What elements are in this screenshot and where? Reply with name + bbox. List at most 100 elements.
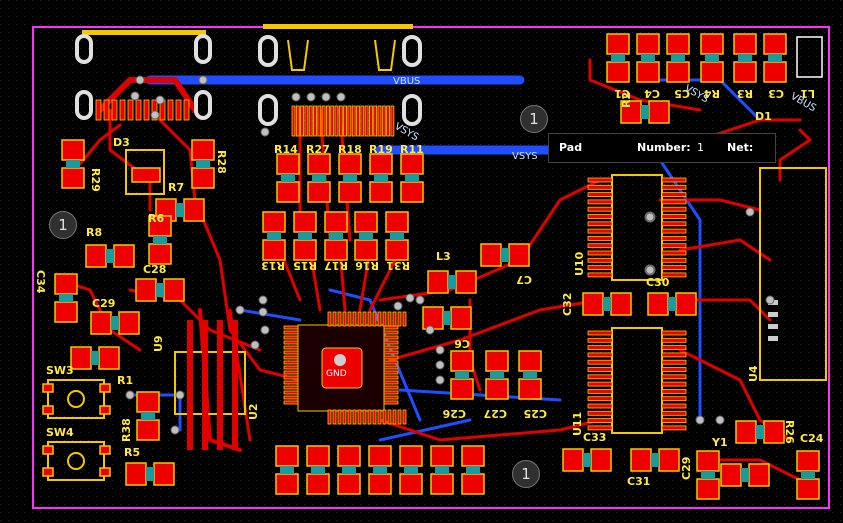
ic-u9[interactable]: [174, 320, 246, 450]
mcu-pin: [283, 350, 299, 355]
footprint-r2[interactable]: [620, 100, 670, 124]
mcu-pin: [383, 325, 399, 330]
footprint-r17[interactable]: [324, 211, 348, 261]
footprint-c6[interactable]: [422, 306, 472, 330]
switch-sw4[interactable]: [42, 441, 111, 481]
footprint-c5[interactable]: [666, 33, 690, 83]
via: [435, 375, 445, 385]
ic-pin: [661, 403, 687, 409]
footprint-r18[interactable]: [338, 153, 362, 203]
footprint-r8[interactable]: [85, 244, 135, 268]
label-r3: R3: [737, 87, 753, 100]
footprint-bank1[interactable]: [275, 445, 299, 495]
footprint-r15[interactable]: [293, 211, 317, 261]
footprint-r1[interactable]: [70, 346, 120, 370]
footprint-r5[interactable]: [125, 462, 175, 486]
footprint-c1[interactable]: [606, 33, 630, 83]
usb2-pin: [351, 105, 356, 137]
footprint-r29[interactable]: [61, 139, 85, 189]
mcu-pin: [283, 395, 299, 400]
footprint-bank3[interactable]: [337, 445, 361, 495]
footprint-c31[interactable]: [630, 448, 680, 472]
usb1-pin: [175, 99, 182, 121]
footprint-r27[interactable]: [307, 153, 331, 203]
ic-pin: [661, 221, 687, 227]
silkscreen-labels: D3 R29 R28 R7 R6 R8 C34 C28 C29 R1 U9 SW…: [34, 87, 824, 488]
diode-d3[interactable]: [125, 149, 165, 195]
footprint-r38[interactable]: [136, 391, 160, 441]
footprint-c25[interactable]: [518, 350, 542, 400]
ic-pin: [587, 418, 613, 424]
footprint-c7[interactable]: [480, 243, 530, 267]
top-copper-traces: [58, 58, 812, 482]
footprint-r16[interactable]: [354, 211, 378, 261]
label-r16: R16: [355, 259, 379, 272]
label-gnd: GND: [326, 369, 347, 379]
mcu-pin: [347, 311, 352, 327]
footprint-r3[interactable]: [733, 33, 757, 83]
usb-connector-right[interactable]: [258, 24, 422, 137]
mcu-pin: [283, 380, 299, 385]
label-r14: R14: [274, 143, 298, 156]
ic-pin: [587, 425, 613, 431]
ic-u10[interactable]: [587, 174, 687, 281]
mcu-pin: [383, 395, 399, 400]
footprint-c4[interactable]: [636, 33, 660, 83]
usb2-pin: [368, 105, 373, 137]
footprint-c24[interactable]: [796, 450, 820, 500]
mcu-pin: [383, 355, 399, 360]
label-r19: R19: [369, 143, 393, 156]
mcu-pin: [383, 375, 399, 380]
footprint-y1[interactable]: [720, 463, 770, 487]
footprint-c30[interactable]: [647, 292, 697, 316]
footprint-c33[interactable]: [562, 448, 612, 472]
ic-pin: [661, 257, 687, 263]
ic-pin: [587, 199, 613, 205]
mcu-pin: [332, 409, 337, 425]
footprint-c3[interactable]: [763, 33, 787, 83]
footprint-c32[interactable]: [582, 292, 632, 316]
usb-connector-left[interactable]: [75, 30, 212, 121]
mcu-u2[interactable]: [283, 311, 407, 425]
footprint-r14[interactable]: [276, 153, 300, 203]
footprint-bank4[interactable]: [368, 445, 392, 495]
footprint-l3[interactable]: [427, 270, 477, 294]
footprint-c28[interactable]: [135, 278, 185, 302]
footprint-r26[interactable]: [735, 420, 785, 444]
footprint-c26[interactable]: [450, 350, 474, 400]
footprint-bank6[interactable]: [430, 445, 454, 495]
usb1-pin: [183, 99, 190, 121]
footprint-c27[interactable]: [485, 350, 509, 400]
mcu-pin: [397, 311, 402, 327]
switch-sw3[interactable]: [42, 379, 111, 419]
footprint-r28[interactable]: [191, 139, 215, 189]
pin1-marker-top: 1: [520, 105, 548, 133]
mcu-pin: [383, 360, 399, 365]
mcu-pin: [377, 409, 382, 425]
footprint-c34[interactable]: [54, 273, 78, 323]
footprint-c29[interactable]: [90, 311, 140, 335]
footprint-r4[interactable]: [700, 33, 724, 83]
footprint-c29b[interactable]: [696, 450, 720, 500]
footprint-r6[interactable]: [148, 215, 172, 265]
ic-u11[interactable]: [587, 327, 687, 434]
footprint-r19[interactable]: [369, 153, 393, 203]
tooltip-number-label: Number:: [637, 141, 691, 154]
footprint-bank7[interactable]: [461, 445, 485, 495]
label-c27: C27: [484, 407, 507, 420]
label-c1: C1: [614, 87, 630, 100]
mcu-pin: [383, 340, 399, 345]
label-l1: L1: [800, 87, 815, 100]
footprint-bank5[interactable]: [399, 445, 423, 495]
usb2-pin: [295, 105, 300, 137]
footprint-r13[interactable]: [262, 211, 286, 261]
footprint-r31[interactable]: [385, 211, 409, 261]
footprint-bank2[interactable]: [306, 445, 330, 495]
usb1-pin: [167, 99, 174, 121]
usb2-pin: [360, 105, 365, 137]
footprint-r11[interactable]: [400, 153, 424, 203]
label-c34: C34: [34, 270, 47, 294]
mcu-pin: [372, 311, 377, 327]
net-vsys-main: VSYS: [512, 151, 538, 162]
